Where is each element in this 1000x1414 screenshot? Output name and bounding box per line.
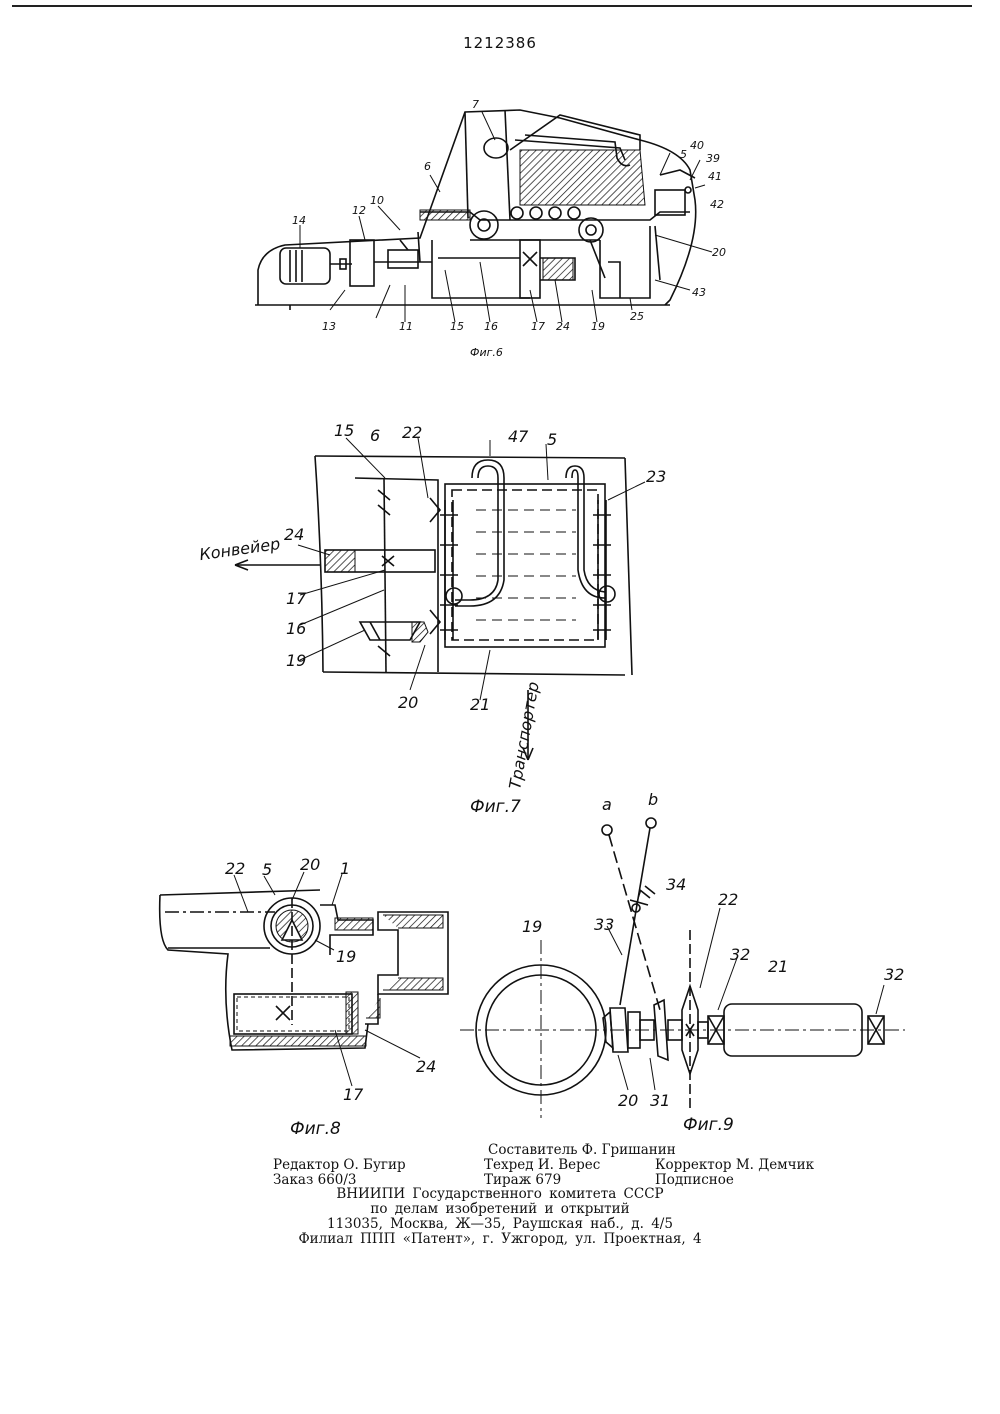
fig6-label: 13 — [322, 320, 336, 333]
fig9-label: 21 — [768, 957, 788, 976]
figure-9-drawing — [460, 818, 905, 1118]
fig8-caption: Фиг.8 — [290, 1119, 341, 1139]
fig6-label: 11 — [399, 320, 413, 333]
fig9-label: b — [648, 790, 658, 809]
imprint-editor: Редактор О. Бугир — [273, 1157, 406, 1173]
imprint-org-line1: ВНИИПИ Государственного комитета СССР — [0, 1186, 1000, 1202]
imprint-corrector: Корректор М. Демчик — [655, 1157, 814, 1173]
figure-6-labels: 7 6 5 40 39 41 42 10 12 14 20 43 13 11 1… — [292, 98, 726, 359]
fig9-label: 34 — [666, 875, 686, 894]
fig6-label: 14 — [292, 214, 306, 227]
fig6-label: 42 — [710, 198, 724, 211]
fig7-caption: Фиг.7 — [470, 797, 521, 817]
fig8-label: 24 — [416, 1057, 436, 1076]
fig9-label: 22 — [718, 890, 738, 909]
imprint-techred: Техред И. Верес — [484, 1157, 600, 1173]
fig9-label: 33 — [594, 915, 614, 934]
fig7-label: 17 — [286, 589, 307, 608]
fig7-label: 6 — [370, 426, 380, 445]
fig7-label: 16 — [286, 619, 306, 638]
figure-8-drawing — [160, 872, 448, 1086]
imprint-org-line2: по делам изобретений и открытий — [0, 1201, 1000, 1217]
fig7-label: 47 — [508, 427, 529, 446]
fig8-label: 17 — [343, 1085, 364, 1104]
fig8-label: 19 — [336, 947, 356, 966]
fig6-caption: Фиг.6 — [470, 346, 503, 359]
fig6-label: 25 — [630, 310, 644, 323]
fig9-label: 32 — [730, 945, 750, 964]
fig7-label: 22 — [402, 423, 422, 442]
fig6-label: 24 — [556, 320, 570, 333]
fig6-label: 17 — [531, 320, 545, 333]
fig6-label: 39 — [706, 152, 720, 165]
fig7-label: 20 — [398, 693, 418, 712]
imprint-org-line3: 113035, Москва, Ж—35, Раушская наб., д. … — [0, 1216, 1000, 1232]
fig7-label: 5 — [547, 430, 557, 449]
fig7-label: 15 — [334, 421, 354, 440]
fig9-label: 32 — [884, 965, 904, 984]
fig6-label: 40 — [690, 139, 704, 152]
fig8-label: 5 — [262, 860, 272, 879]
figure-6-drawing — [255, 110, 712, 322]
fig9-label: 20 — [618, 1091, 638, 1110]
fig6-label: 12 — [352, 204, 366, 217]
fig6-label: 10 — [370, 194, 384, 207]
fig6-label: 7 — [472, 98, 479, 111]
fig7-label: 24 — [284, 525, 304, 544]
fig6-label: 5 — [680, 148, 687, 161]
fig9-label: a — [602, 795, 612, 814]
fig9-label: 19 — [522, 917, 542, 936]
fig6-label: 16 — [484, 320, 498, 333]
fig9-label: 31 — [650, 1091, 670, 1110]
fig8-label: 22 — [225, 859, 245, 878]
fig7-label: 19 — [286, 651, 306, 670]
imprint-org-line4: Филиал ППП «Патент», г. Ужгород, ул. Про… — [0, 1231, 1000, 1247]
fig6-label: 6 — [424, 160, 431, 173]
fig9-caption: Фиг.9 — [683, 1115, 734, 1135]
fig6-label: 19 — [591, 320, 605, 333]
fig7-label: 21 — [470, 695, 490, 714]
transporter-arrow-label: Транспортер — [505, 680, 543, 790]
imprint-compiler: Составитель Ф. Гришанин — [488, 1142, 676, 1158]
fig8-label: 1 — [340, 859, 350, 878]
conveyor-arrow-label: Конвейер — [198, 534, 281, 564]
fig8-label: 20 — [300, 855, 320, 874]
fig6-label: 20 — [712, 246, 726, 259]
fig7-label: 23 — [646, 467, 666, 486]
fig6-label: 43 — [692, 286, 706, 299]
fig6-label: 41 — [708, 170, 722, 183]
fig6-label: 15 — [450, 320, 464, 333]
